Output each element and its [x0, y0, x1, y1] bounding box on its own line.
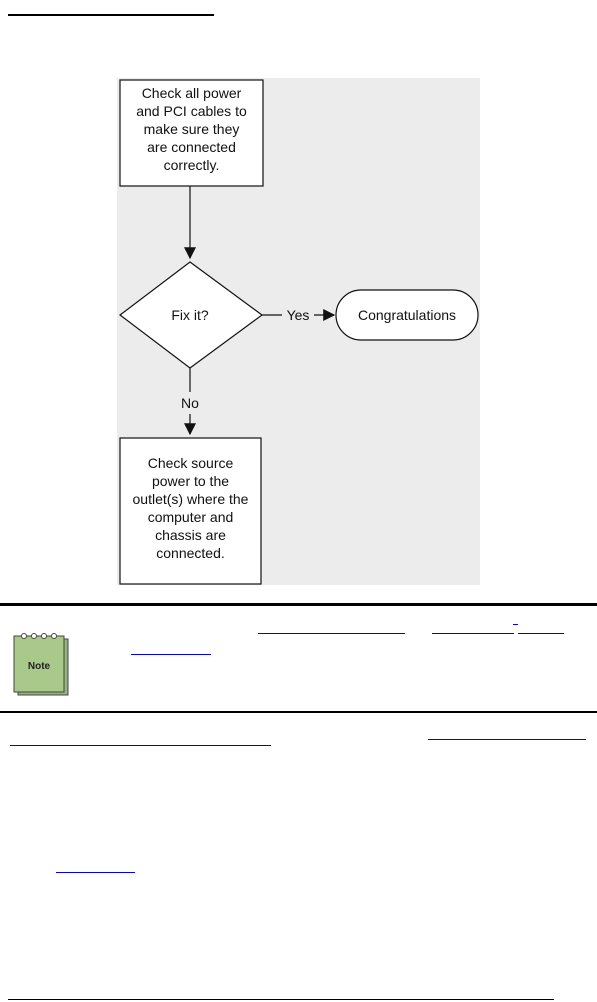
- step2-line-5: chassis are: [155, 527, 226, 543]
- step2-line-2: power to the: [152, 473, 229, 489]
- note-rule-bottom: [0, 711, 597, 713]
- note-rule-top: [0, 603, 597, 606]
- step2-line-4: computer and: [148, 509, 234, 525]
- no-label: No: [181, 395, 199, 411]
- step2-box: [119, 437, 262, 585]
- step1-line-5: correctly.: [164, 157, 220, 173]
- step1-line-1: Check all power: [142, 85, 242, 101]
- decision-label: Fix it?: [171, 307, 209, 323]
- flowchart: Check all power and PCI cables to make s…: [119, 79, 479, 585]
- terminal-label: Congratulations: [358, 307, 456, 323]
- step2-line-1: Check source: [148, 455, 234, 471]
- body-link-2[interactable]: [56, 872, 135, 873]
- heading-underline: [8, 14, 214, 16]
- step1-line-3: make sure they: [144, 121, 240, 137]
- body-link-1b[interactable]: [10, 745, 271, 746]
- note-icon-label: Note: [28, 661, 51, 672]
- footer-rule: [8, 999, 554, 1000]
- yes-label: Yes: [287, 307, 310, 323]
- note-link-2[interactable]: [432, 633, 514, 634]
- step1-line-4: are connected: [147, 139, 236, 155]
- note-link-3[interactable]: [518, 633, 564, 634]
- step2-line-6: connected.: [156, 545, 225, 561]
- note-link-4[interactable]: [131, 654, 211, 655]
- note-link-1[interactable]: [258, 633, 405, 634]
- note-link-3-mark: [513, 624, 518, 625]
- note-icon: Note: [13, 633, 69, 696]
- step1-line-2: and PCI cables to: [136, 103, 247, 119]
- step1-box: [119, 79, 264, 187]
- congratulations-terminal: [335, 289, 479, 341]
- body-link-1a[interactable]: [428, 739, 586, 740]
- step2-line-3: outlet(s) where the: [133, 491, 249, 507]
